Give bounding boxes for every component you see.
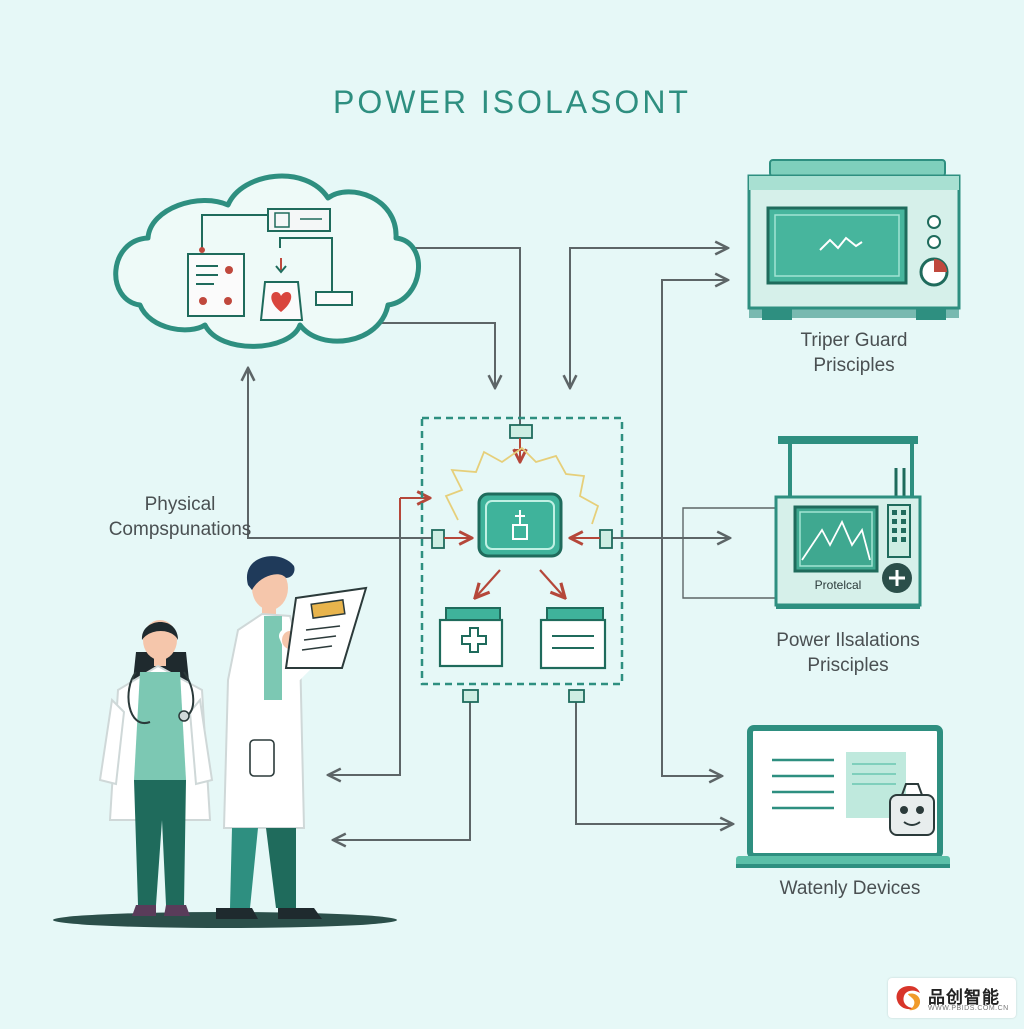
label-power-line-1: Power Ilsalations: [776, 630, 920, 651]
connector-bottom-right: [575, 697, 733, 824]
label-triper-guard: Triper Guard Prisciples: [744, 328, 964, 378]
label-power-line-2: Prisciples: [807, 655, 889, 676]
watermark-badge: 品创智能 WWW.PBIDS.COM.CN: [888, 978, 1016, 1018]
chip-icon: [477, 492, 563, 558]
cloud-chip-icon: [199, 208, 333, 286]
connector-lines: [248, 248, 780, 840]
connector-hub-to-printer-lr: [570, 248, 728, 388]
heart-icon: [259, 258, 304, 321]
watermark-url: WWW.PBIDS.COM.CN: [928, 1005, 1009, 1012]
cloud-device-icon: [315, 286, 353, 306]
watermark-logo-icon: [896, 986, 921, 1011]
connector-cloud-to-hub-b: [365, 322, 495, 388]
female-doctor: [98, 620, 214, 916]
watermark-brand: 品创智能: [928, 988, 1000, 1007]
label-watenly-devices: Watenly Devices: [779, 878, 921, 899]
male-doctor: [216, 556, 368, 919]
medical-cross-icon: [438, 607, 504, 668]
robot-icon: [889, 783, 935, 836]
clipboard-document-icon: [284, 586, 368, 669]
cloud-icon: [113, 173, 421, 349]
label-physical: Physical Compspunations: [70, 492, 290, 542]
label-physical-line-2: Compspunations: [108, 519, 252, 540]
cloud-document-icon: [187, 253, 245, 317]
connector-left-upper: [328, 498, 401, 775]
label-power-principles: Power Ilsalations Prisciples: [738, 628, 958, 678]
isolation-hub: [420, 416, 624, 703]
document-icon: [539, 607, 607, 670]
monitor-icon: [774, 436, 922, 609]
connector-long-right: [661, 280, 728, 776]
plus-icon: [882, 563, 912, 593]
laptop-icon: [736, 725, 950, 868]
connector-left-to-cloud: [248, 368, 438, 539]
spark-zigzag: [444, 446, 600, 525]
monitor-screen-label: Protelcal: [814, 578, 862, 592]
printer-device: [747, 159, 961, 320]
page-title: POWER ISOLASONT: [333, 84, 691, 120]
connector-left-lower: [333, 697, 471, 840]
label-triper-line-2: Prisciples: [813, 355, 895, 376]
label-triper-line-1: Triper Guard: [800, 330, 908, 351]
label-physical-line-1: Physical: [144, 494, 216, 515]
connector-bracket-monitor: [682, 507, 780, 599]
